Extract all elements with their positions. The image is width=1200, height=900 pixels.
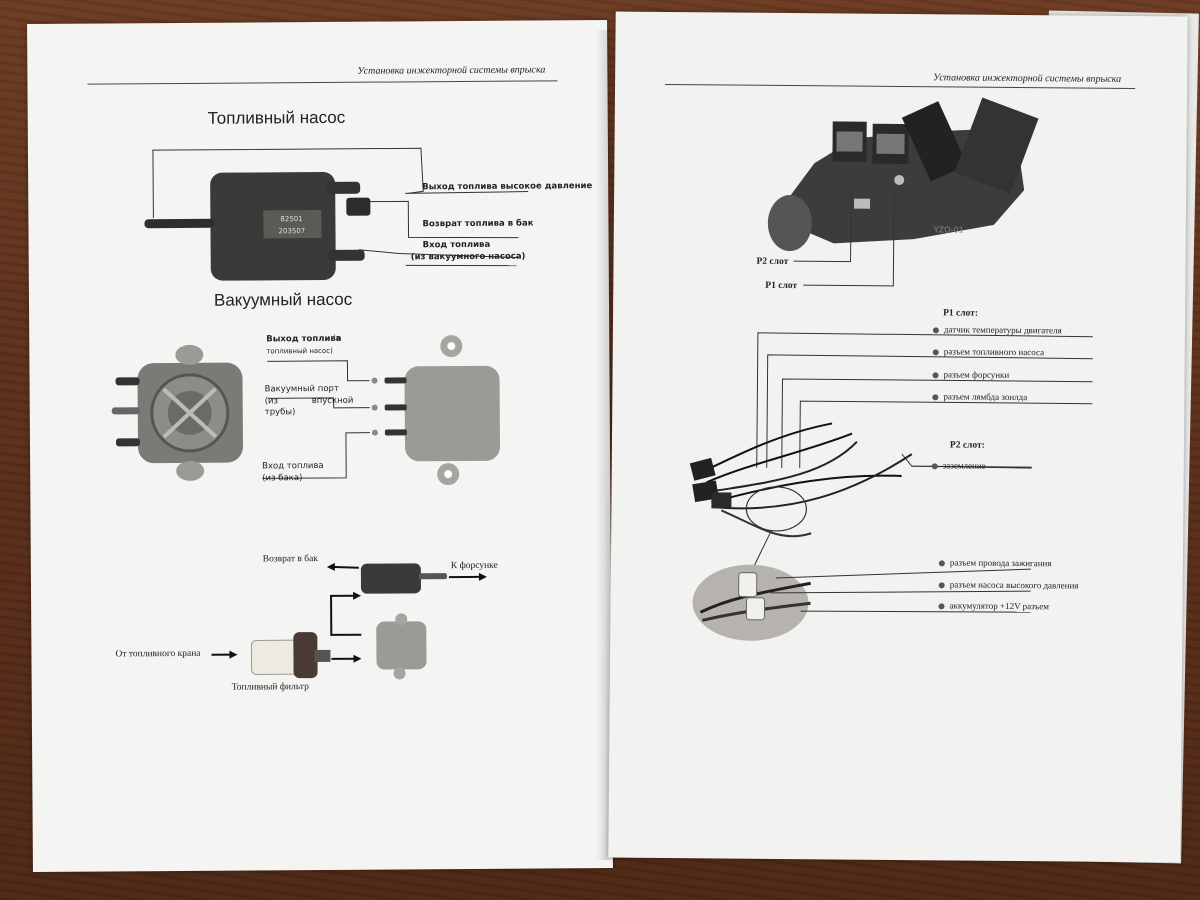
high-pressure-leader: [152, 147, 424, 219]
part-number-2: 203507: [278, 227, 305, 235]
p1-item-fuel-pump: разъем топливного насоса: [932, 346, 1044, 357]
left-page: Установка инжекторной системы впрыска То…: [27, 19, 613, 873]
bullet-icon: [938, 603, 945, 610]
bullet-icon: [932, 372, 939, 379]
flow-tap-label: От топливного крана: [115, 648, 201, 660]
fuel-filter: [250, 639, 301, 675]
flow-filter-label: Топливный фильтр: [231, 682, 309, 693]
p2-item-ground: заземление: [931, 460, 986, 471]
flow-fuel-pump: [360, 563, 421, 594]
flow-injector-label: К форсунке: [450, 560, 498, 572]
harness-connector-1: [689, 457, 716, 481]
bullet-icon: [932, 394, 939, 401]
fuel-flow-diagram: [211, 562, 487, 680]
vacuum-pump-side: [404, 365, 501, 462]
right-page: Установка инжекторной системы впрыска YZ…: [608, 11, 1188, 863]
p1-item-engine-temp: датчик температуры двигателя: [932, 324, 1062, 335]
p1-item-lambda: разъем лямбда зонлда: [932, 391, 1027, 402]
throttle-body-figure: YZO-01: [767, 97, 1039, 287]
p1-slot-heading: P1 слот:: [943, 308, 979, 319]
part-number-1: 82501: [280, 215, 302, 223]
connector-item-hp-pump: разъем насоса высокого давления: [938, 579, 1079, 591]
throttle-marking: YZO-01: [933, 225, 964, 234]
flow-vacuum-pump: [376, 621, 427, 670]
bullet-icon: [938, 560, 945, 567]
bullet-icon: [932, 349, 939, 356]
connector-item-ignition: разъем провода зажигания: [938, 557, 1052, 568]
fuel-in-leader: [358, 249, 519, 259]
p1-item-injector: разъем форсунки: [932, 369, 1009, 380]
vacuum-pump-figure: [111, 335, 501, 486]
bullet-icon: [938, 582, 945, 589]
harness-highlight-circle: [745, 486, 807, 532]
bullet-icon: [931, 463, 938, 470]
flow-return-label: Возврат в бак: [262, 554, 318, 565]
fuel-pump-inlet-pipe: [144, 218, 215, 229]
fuel-pump-figure: 82501 203507: [144, 147, 529, 281]
bullet-icon: [932, 327, 939, 334]
wiring-harness-figure: [689, 332, 1093, 641]
connector-item-battery: аккумулятор +12V разъем: [938, 600, 1049, 611]
p2-slot-heading: P2 слот:: [949, 440, 985, 451]
return-leader: [358, 200, 519, 239]
